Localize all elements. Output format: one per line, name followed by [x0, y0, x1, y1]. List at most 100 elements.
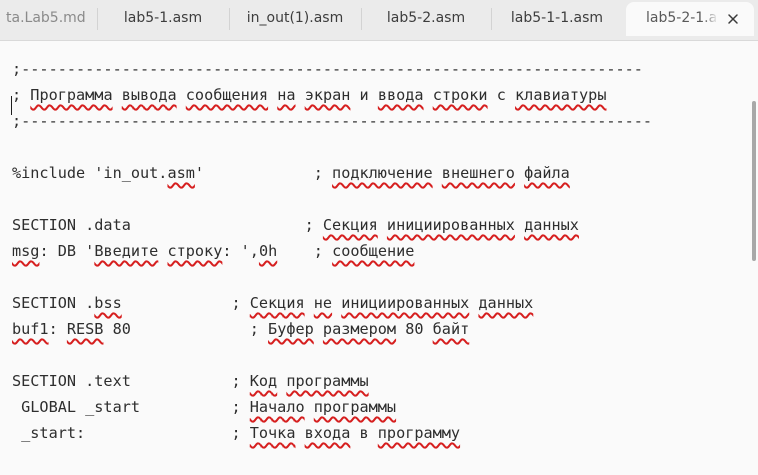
code-line: GLOBAL _start ; Начало программы [12, 394, 652, 420]
code-line: ; Программа вывода сообщения на экран и … [12, 82, 652, 108]
misspelled-word: данных [478, 294, 534, 312]
tab-label: lab5-1.asm [123, 10, 203, 26]
code-text-segment [378, 216, 387, 234]
code-text-segment [424, 86, 433, 104]
misspelled-word: размером [322, 320, 397, 338]
code-text-segment [515, 216, 524, 234]
code-line: SECTION .text ; Код программы [12, 368, 652, 394]
close-tab-button[interactable] [722, 8, 744, 30]
code-line [12, 342, 652, 368]
tab-label: lab5-1-1.asm [510, 10, 604, 26]
misspelled-word: bss [94, 294, 122, 312]
code-text-segment: : DB ' [39, 242, 95, 260]
code-text-segment [305, 398, 314, 416]
code-text-segment: ; [121, 294, 250, 312]
tab-lab5-1-1-asm[interactable]: lab5-1-1.asm [492, 0, 622, 36]
misspelled-word: Буфер [268, 320, 314, 338]
tab-label: ta.Lab5.md [6, 10, 86, 26]
code-text-segment: ;---------------------------------------… [12, 60, 643, 78]
code-text-segment [113, 86, 122, 104]
misspelled-word: Код [249, 372, 278, 390]
code-line [12, 134, 652, 160]
vertical-scrollbar[interactable] [752, 101, 756, 261]
code-text-segment: SECTION .data ; [12, 216, 323, 234]
misspelled-word: файла [524, 164, 570, 182]
misspelled-word: Начало [249, 398, 305, 416]
code-text-segment: SECTION . [12, 294, 95, 312]
misspelled-word: подключение [332, 164, 433, 182]
code-text-segment: 80 ; [103, 320, 269, 338]
code-text-segment: и [350, 86, 378, 104]
tab-lab5-2-asm[interactable]: lab5-2.asm [362, 0, 490, 36]
tab-label: lab5-2.asm [386, 10, 466, 26]
code-text-segment: SECTION .text ; [12, 372, 250, 390]
misspelled-word: экран [304, 86, 351, 104]
code-line: SECTION .bss ; Секция не инициированных … [12, 290, 652, 316]
code-text-segment: ; [12, 86, 31, 104]
code-text-segment [268, 86, 277, 104]
misspelled-word: asm [167, 164, 195, 182]
misspelled-word: клавиатуры [515, 86, 607, 104]
code-text-segment: : [48, 320, 67, 338]
misspelled-word: данных [524, 216, 579, 234]
misspelled-word: байт [432, 320, 470, 338]
code-text-segment [295, 424, 304, 442]
code-text-segment: _start: ; [12, 424, 250, 442]
misspelled-word: Секция [322, 216, 378, 234]
tab-lab5-1-asm[interactable]: lab5-1.asm [98, 0, 228, 36]
code-line: ;---------------------------------------… [12, 56, 652, 82]
code-text-segment [433, 164, 442, 182]
misspelled-word: внешнего [441, 164, 515, 182]
misspelled-word: сообщение [332, 242, 415, 260]
code-text-segment [332, 294, 341, 312]
misspelled-word: строку [167, 242, 223, 260]
code-text-segment [515, 164, 524, 182]
code-line: ;---------------------------------------… [12, 108, 652, 134]
code-text-segment: в [350, 424, 378, 442]
misspelled-word: buf1 [12, 320, 49, 338]
code-line [12, 186, 652, 212]
misspelled-word: вывода [121, 86, 177, 104]
code-text-segment [305, 294, 314, 312]
tab-bar: ta.Lab5.md lab5-1.asm in_out(1).asm lab5… [0, 0, 758, 41]
code-editor[interactable]: ;---------------------------------------… [0, 41, 758, 475]
code-line: _start: ; Точка входа в программу [12, 420, 652, 446]
misspelled-word: инициированных [341, 294, 470, 312]
misspelled-word: сообщения [185, 86, 269, 104]
code-text-segment: ' ; [194, 164, 333, 182]
tab-label: lab5-2-1.asm [646, 10, 718, 26]
tab-separator [97, 8, 98, 30]
tab-separator [491, 8, 492, 30]
code-text-segment: %include 'in_out. [12, 164, 168, 182]
misspelled-word: Точка [249, 424, 296, 442]
tab-separator [361, 8, 362, 30]
tab-lab5-md[interactable]: ta.Lab5.md [6, 0, 90, 36]
code-text-segment: ;---------------------------------------… [12, 112, 653, 130]
code-text-segment [277, 372, 286, 390]
misspelled-word: msg [12, 242, 40, 260]
tab-lab5-2-1-asm-active[interactable]: lab5-2-1.asm [626, 2, 754, 36]
misspelled-word: инициированных [386, 216, 515, 234]
code-text-segment [314, 320, 323, 338]
misspelled-word: Секция [249, 294, 305, 312]
misspelled-word: Введите [94, 242, 159, 260]
misspelled-word: строки [432, 86, 488, 104]
text-cursor [11, 96, 12, 115]
code-line: SECTION .data ; Секция инициированных да… [12, 212, 652, 238]
code-text-segment: с [487, 86, 516, 104]
misspelled-word: ввода [377, 86, 424, 104]
code-text-segment: 80 [396, 320, 433, 338]
code-line: buf1: RESB 80 ; Буфер размером 80 байт [12, 316, 652, 342]
code-text-segment: : ', [222, 242, 259, 260]
tab-label: in_out(1).asm [246, 10, 344, 26]
code-text-segment: GLOBAL _start ; [12, 398, 250, 416]
misspelled-word: программу [377, 424, 461, 442]
code-line: %include 'in_out.asm' ; подключение внеш… [12, 160, 652, 186]
misspelled-word: программы [286, 372, 369, 390]
tab-in-out-asm[interactable]: in_out(1).asm [230, 0, 360, 36]
close-icon [728, 14, 738, 24]
code-line [12, 264, 652, 290]
code-line: msg: DB 'Введите строку: ',0h ; сообщени… [12, 238, 652, 264]
misspelled-word: не [313, 294, 333, 312]
misspelled-word: Программа [30, 86, 113, 104]
